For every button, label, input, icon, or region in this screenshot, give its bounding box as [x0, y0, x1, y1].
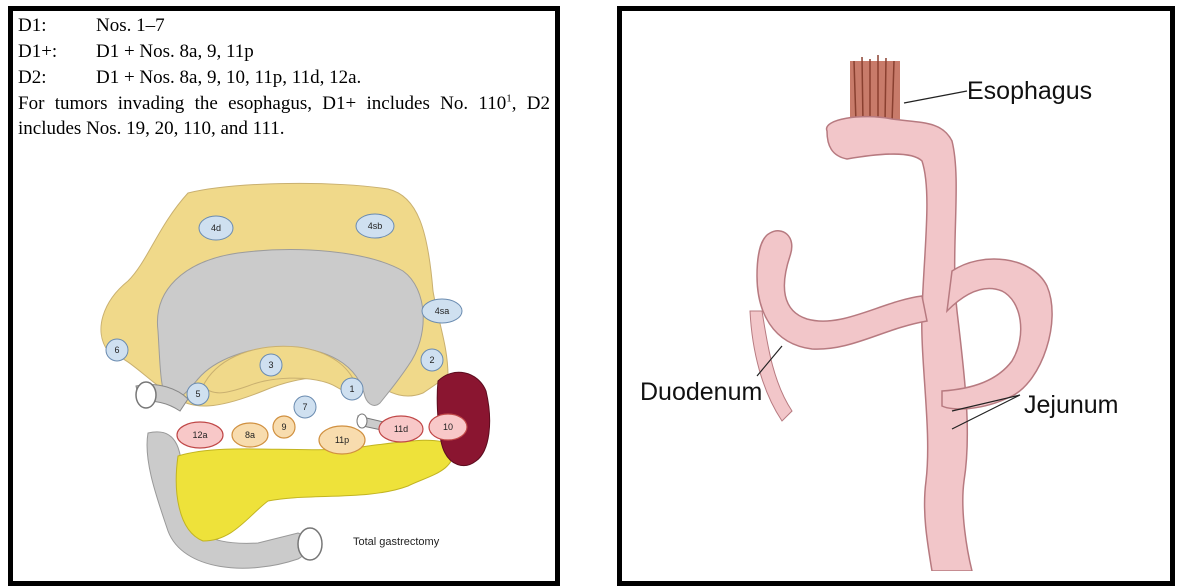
roux-en-y-panel: Esophagus Duodenum Jejunum: [617, 6, 1175, 586]
lymph-node-12a: 12a: [177, 422, 223, 448]
lymph-node-4sa: 4sa: [422, 299, 462, 323]
lymph-node-11d: 11d: [379, 416, 423, 442]
svg-text:9: 9: [281, 422, 286, 432]
svg-text:8a: 8a: [245, 430, 255, 440]
lymph-node-1: 1: [341, 378, 363, 400]
lymph-node-2: 2: [421, 349, 443, 371]
svg-text:3: 3: [268, 360, 273, 370]
lymph-node-3: 3: [260, 354, 282, 376]
jejunum-label: Jejunum: [1024, 391, 1119, 420]
esophagus-muscle: [850, 55, 900, 123]
lymph-node-4sb: 4sb: [356, 214, 394, 238]
pancreas-region: [176, 440, 453, 541]
note-text: For tumors invading the esophagus, D1+ i…: [18, 93, 506, 114]
svg-text:4sa: 4sa: [435, 306, 450, 316]
lymph-node-6: 6: [106, 339, 128, 361]
definition-d2: D2:D1 + Nos. 8a, 9, 10, 11p, 11d, 12a.: [18, 67, 361, 89]
jejunum-opening: [298, 528, 322, 560]
vessel-opening: [357, 414, 367, 428]
lymph-node-8a: 8a: [232, 423, 268, 447]
svg-text:7: 7: [302, 402, 307, 412]
diagram-caption: Total gastrectomy: [353, 536, 440, 548]
lymph-node-9: 9: [273, 416, 295, 438]
svg-text:4sb: 4sb: [368, 221, 383, 231]
definition-value: Nos. 1–7: [96, 15, 165, 36]
definition-d1-plus: D1+:D1 + Nos. 8a, 9, 11p: [18, 41, 254, 63]
svg-text:10: 10: [443, 422, 453, 432]
esophagus-label: Esophagus: [967, 77, 1092, 106]
svg-text:4d: 4d: [211, 223, 221, 233]
svg-text:1: 1: [349, 384, 354, 394]
lymph-node-11p: 11p: [319, 426, 365, 454]
definition-key: D1:: [18, 15, 96, 37]
svg-text:2: 2: [429, 355, 434, 365]
duodenum-opening: [136, 382, 156, 408]
esophagus-note: For tumors invading the esophagus, D1+ i…: [18, 91, 550, 141]
definition-key: D2:: [18, 67, 96, 89]
definition-value: D1 + Nos. 8a, 9, 11p: [96, 41, 254, 62]
definition-value: D1 + Nos. 8a, 9, 10, 11p, 11d, 12a.: [96, 67, 361, 88]
svg-text:6: 6: [114, 345, 119, 355]
definition-key: D1+:: [18, 41, 96, 63]
svg-text:11d: 11d: [394, 424, 408, 434]
svg-text:5: 5: [195, 389, 200, 399]
lymph-node-7: 7: [294, 396, 316, 418]
esophagus-leader: [904, 91, 967, 103]
lymph-node-panel: D1:Nos. 1–7 D1+:D1 + Nos. 8a, 9, 11p D2:…: [8, 6, 560, 586]
duodenum-label: Duodenum: [640, 378, 762, 407]
duodenal-limb: [757, 231, 927, 349]
lymph-node-5: 5: [187, 383, 209, 405]
svg-text:11p: 11p: [335, 435, 349, 445]
lymph-node-4d: 4d: [199, 216, 233, 240]
lymph-node-diagram: 4d 4sb 4sa 6 3 2 5 1 7 12a 8a 9 11p 11d …: [8, 171, 560, 571]
svg-text:12a: 12a: [192, 430, 207, 440]
definition-d1: D1:Nos. 1–7: [18, 15, 165, 37]
lymph-node-10: 10: [429, 414, 467, 440]
